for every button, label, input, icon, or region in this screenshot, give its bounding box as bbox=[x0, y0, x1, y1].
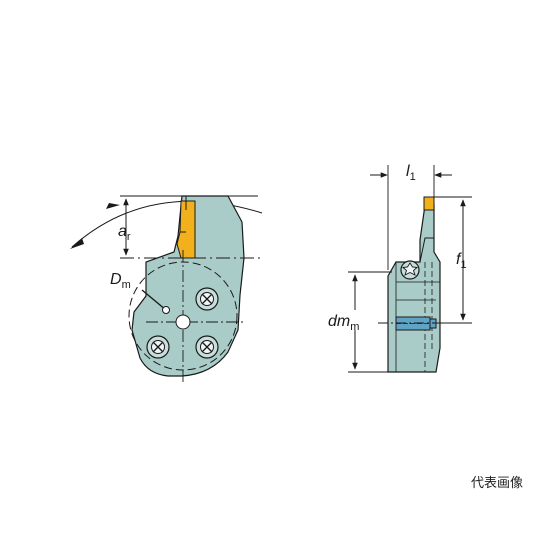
side-view: l1 f1 dmm bbox=[326, 163, 472, 373]
arc-arrow-right bbox=[106, 203, 120, 209]
dm-leader-dot bbox=[162, 306, 170, 314]
dmm-label: dmm bbox=[328, 313, 359, 333]
torx-screw-icon bbox=[400, 260, 420, 280]
dmm-label-bg bbox=[326, 310, 372, 330]
center-hole bbox=[175, 314, 191, 330]
ar-label: ar bbox=[118, 223, 131, 243]
arc-arrow-left bbox=[70, 238, 84, 249]
representative-image-caption: 代表画像 bbox=[471, 476, 524, 491]
dm-leader bbox=[141, 289, 167, 311]
tool-body bbox=[131, 195, 245, 377]
side-shoulder bbox=[419, 237, 434, 263]
cross-screw-icon bbox=[146, 335, 170, 359]
clamp-screw-icon bbox=[395, 316, 437, 331]
side-insert bbox=[423, 196, 435, 211]
diameter-arc bbox=[71, 200, 263, 248]
f1-label: f1 bbox=[456, 251, 467, 271]
dm-label: Dm bbox=[110, 271, 131, 291]
cross-screw-icon bbox=[195, 287, 219, 311]
l1-label: l1 bbox=[406, 163, 416, 183]
front-view: ar Dm bbox=[70, 195, 263, 384]
cross-screw-icon bbox=[195, 335, 219, 359]
